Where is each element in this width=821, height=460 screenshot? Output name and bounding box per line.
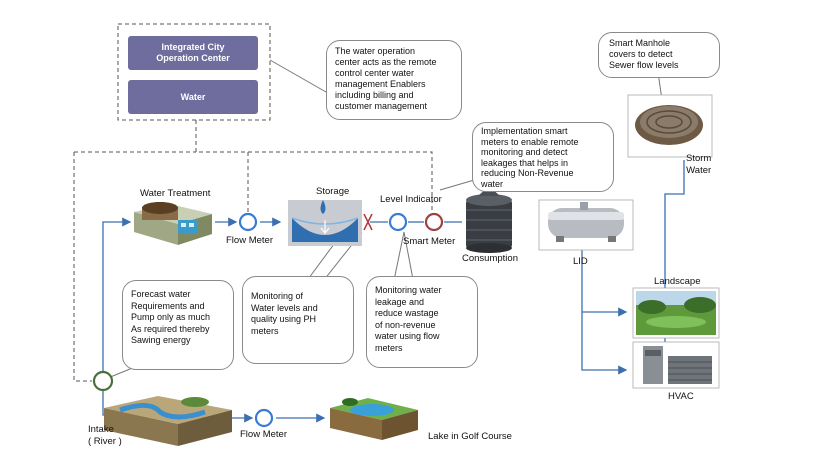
consumption-tank-icon — [466, 186, 512, 253]
integrated-city-label: Integrated City Operation Center — [156, 42, 230, 63]
smart-meter-label: Smart Meter — [403, 236, 456, 247]
lid-tank-icon — [548, 202, 624, 242]
storage-icon — [288, 200, 373, 246]
smart-meters-callout: Implementation smart meters to enable re… — [472, 122, 614, 192]
hvac-icon — [643, 346, 712, 384]
intake-label: Intake ( River ) — [88, 424, 122, 447]
control-center-frame — [117, 23, 271, 121]
water-treatment-icon — [134, 202, 212, 245]
consumption-label: Consumption — [462, 253, 518, 264]
lid-label: LID — [573, 256, 588, 267]
flow-meter-2-icon — [254, 408, 274, 428]
intake-valve-icon — [92, 370, 114, 392]
water-treatment-label: Water Treatment — [140, 188, 211, 199]
monitoring-leak-callout: Monitoring water leakage and reduce wast… — [366, 276, 478, 368]
lake-golf-icon — [330, 398, 418, 440]
storage-label: Storage — [316, 186, 350, 197]
manhole-callout: Smart Manhole covers to detect Sewer flo… — [598, 32, 720, 78]
smart-meter-icon — [424, 212, 444, 232]
intake-river-icon — [104, 396, 232, 446]
manhole-icon — [635, 105, 703, 145]
flow-meter-label: Flow Meter — [226, 235, 273, 246]
flow-lines — [102, 160, 685, 423]
lake-label: Lake in Golf Course — [428, 431, 512, 442]
landscape-icon — [636, 291, 716, 335]
control-center-callout: The water operation center acts as the r… — [326, 40, 462, 120]
control-lines — [73, 120, 433, 382]
level-meter-icon — [388, 212, 408, 232]
water-box-label: Water — [180, 91, 206, 102]
level-indicator-label: Level Indicator — [380, 194, 442, 205]
monitoring-ph-callout: Monitoring of Water levels and quality u… — [242, 276, 354, 364]
flow-meter-icon — [238, 212, 258, 232]
water-box: Water — [128, 80, 258, 114]
storm-water-label: Storm Water — [686, 153, 712, 176]
forecast-callout: Forecast water Requirements and Pump onl… — [122, 280, 234, 370]
flow-meter-2-label: Flow Meter — [240, 429, 287, 440]
hvac-label: HVAC — [668, 391, 694, 402]
integrated-city-operation-center-box: Integrated City Operation Center — [128, 36, 258, 70]
landscape-label: Landscape — [654, 276, 701, 287]
